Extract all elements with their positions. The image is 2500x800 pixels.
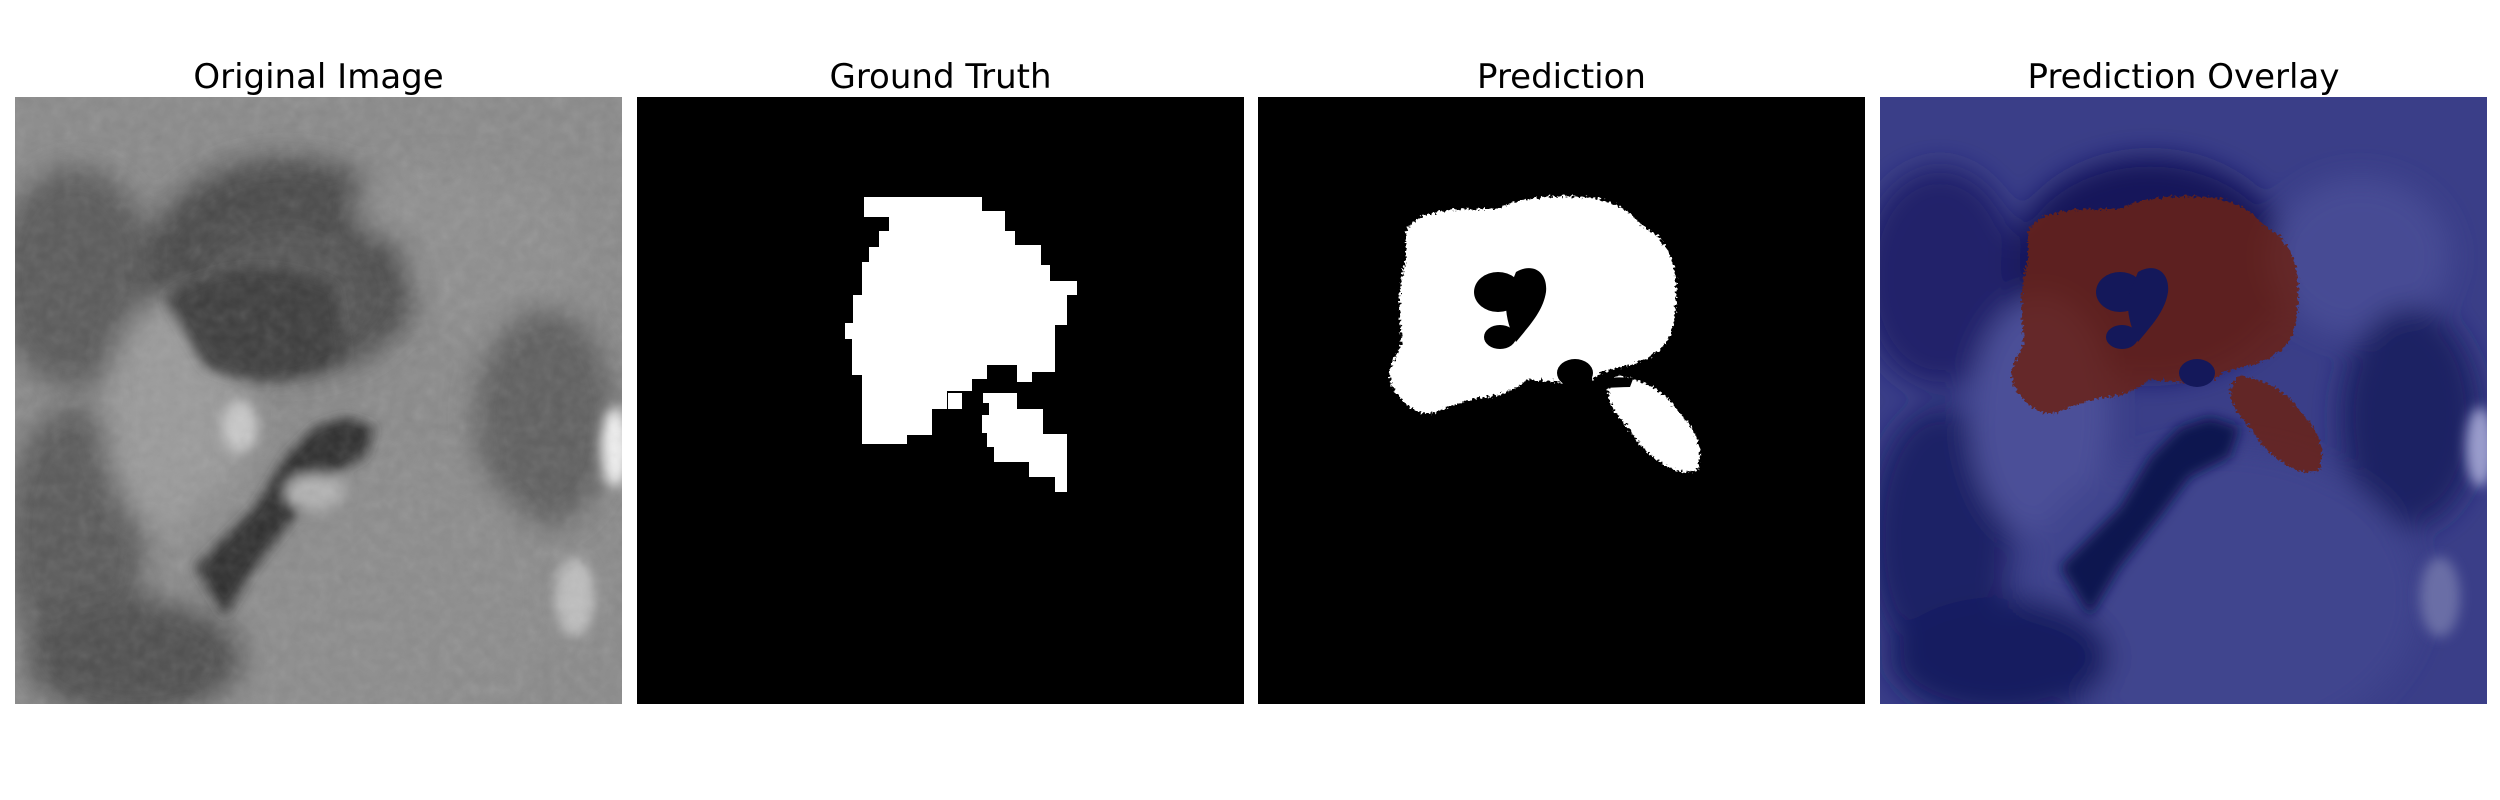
original-image-panel — [15, 97, 622, 704]
prediction-panel — [1258, 97, 1865, 704]
panel-title-prediction: Prediction — [1477, 57, 1646, 97]
mri-grayscale-image — [15, 97, 622, 704]
panel-title-original-image: Original Image — [193, 57, 444, 97]
prediction-overlay-panel — [1880, 97, 2487, 704]
prediction-overlay-image — [1880, 97, 2487, 704]
ground-truth-panel — [637, 97, 1244, 704]
panel-title-ground-truth: Ground Truth — [829, 57, 1052, 97]
prediction-mask — [1258, 97, 1865, 704]
panel-title-prediction-overlay: Prediction Overlay — [2027, 57, 2340, 97]
ground-truth-mask — [637, 97, 1244, 704]
